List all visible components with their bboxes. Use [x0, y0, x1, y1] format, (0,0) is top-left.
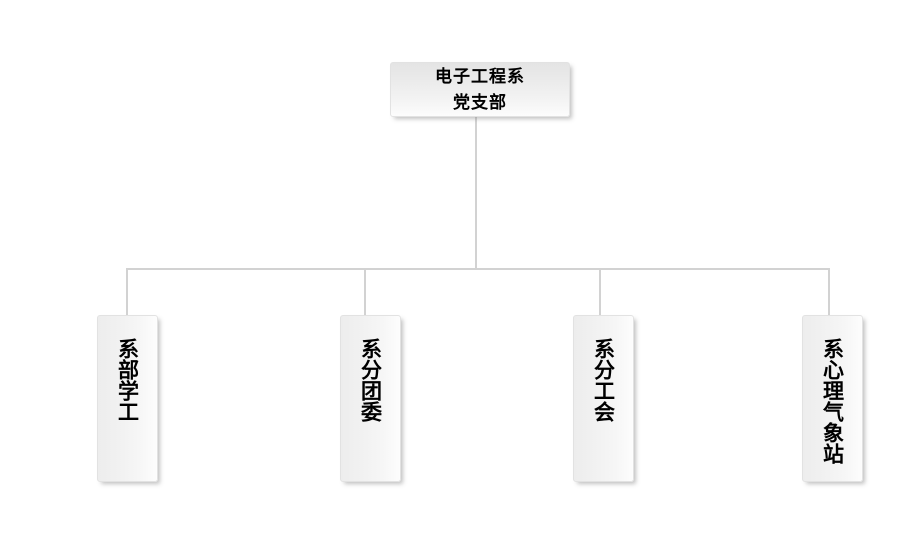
connector-horizontal-bus [127, 268, 830, 270]
node-child-2-label: 系分团委 [358, 338, 383, 422]
connector-drop-1 [126, 268, 128, 316]
node-root[interactable]: 电子工程系 党支部 [390, 62, 570, 117]
node-child-4[interactable]: 系心理气象站 [802, 315, 863, 482]
node-child-2[interactable]: 系分团委 [340, 315, 401, 482]
node-child-1-label: 系部学工 [115, 338, 140, 422]
connector-drop-4 [828, 268, 830, 316]
node-child-3-label: 系分工会 [591, 338, 616, 422]
node-child-1[interactable]: 系部学工 [97, 315, 158, 482]
node-root-label: 电子工程系 党支部 [435, 66, 525, 113]
connector-root-stem [475, 117, 477, 269]
node-child-4-label: 系心理气象站 [820, 338, 845, 464]
connector-drop-2 [364, 268, 366, 316]
connector-drop-3 [599, 268, 601, 316]
node-child-3[interactable]: 系分工会 [573, 315, 634, 482]
